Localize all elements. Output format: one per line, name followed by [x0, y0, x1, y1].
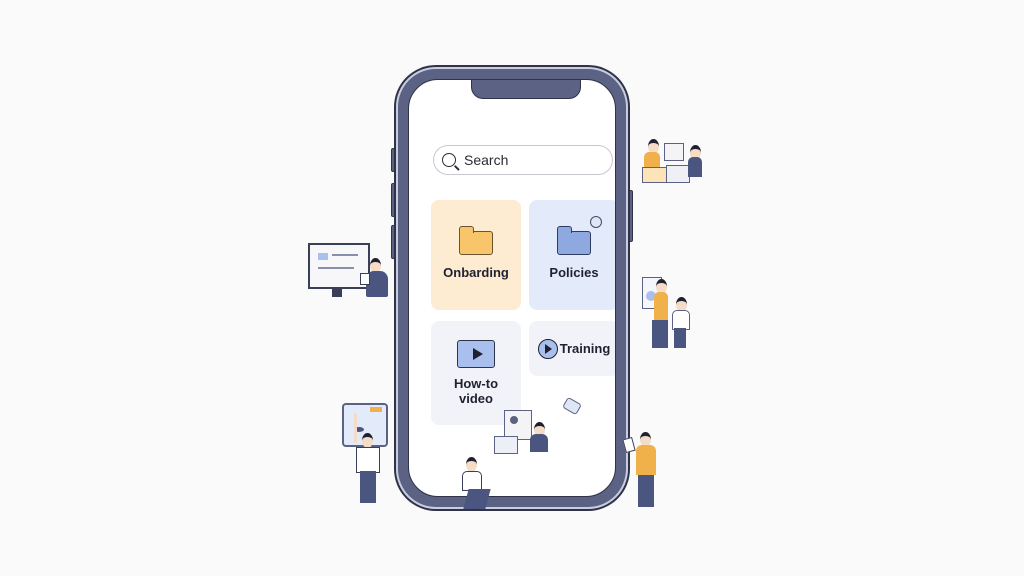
folder-icon — [458, 225, 493, 255]
video-play-icon — [457, 340, 495, 368]
badge-icon — [590, 215, 602, 228]
tile-policies[interactable]: Policies — [529, 200, 615, 310]
illustration-person-monitor — [308, 243, 393, 303]
folder-icon — [556, 215, 602, 255]
search-input[interactable]: Search — [433, 145, 613, 175]
tile-how-to-video[interactable]: How-to video — [431, 321, 521, 425]
illustration-person-tablet — [622, 430, 664, 512]
phone-mockup: Search Onbarding Policies How-to video T… — [396, 67, 628, 509]
search-icon — [442, 153, 456, 167]
tile-training[interactable]: Training — [529, 321, 615, 376]
tile-label: How-to video — [453, 376, 499, 406]
search-placeholder: Search — [464, 152, 509, 168]
tile-onboarding[interactable]: Onbarding — [431, 200, 521, 310]
phone-notch — [471, 80, 581, 99]
illustration-collaboration — [494, 396, 594, 475]
phone-screen: Search Onbarding Policies How-to video T… — [408, 79, 616, 497]
tile-label: Onbarding — [443, 264, 509, 280]
illustration-document-review — [640, 277, 695, 352]
play-circle-icon — [537, 338, 558, 359]
illustration-person-sitting — [462, 457, 502, 517]
illustration-presenter — [340, 403, 395, 508]
tile-label: Training — [559, 341, 611, 356]
tile-label: Policies — [549, 264, 599, 280]
illustration-desk-meeting — [642, 139, 712, 185]
